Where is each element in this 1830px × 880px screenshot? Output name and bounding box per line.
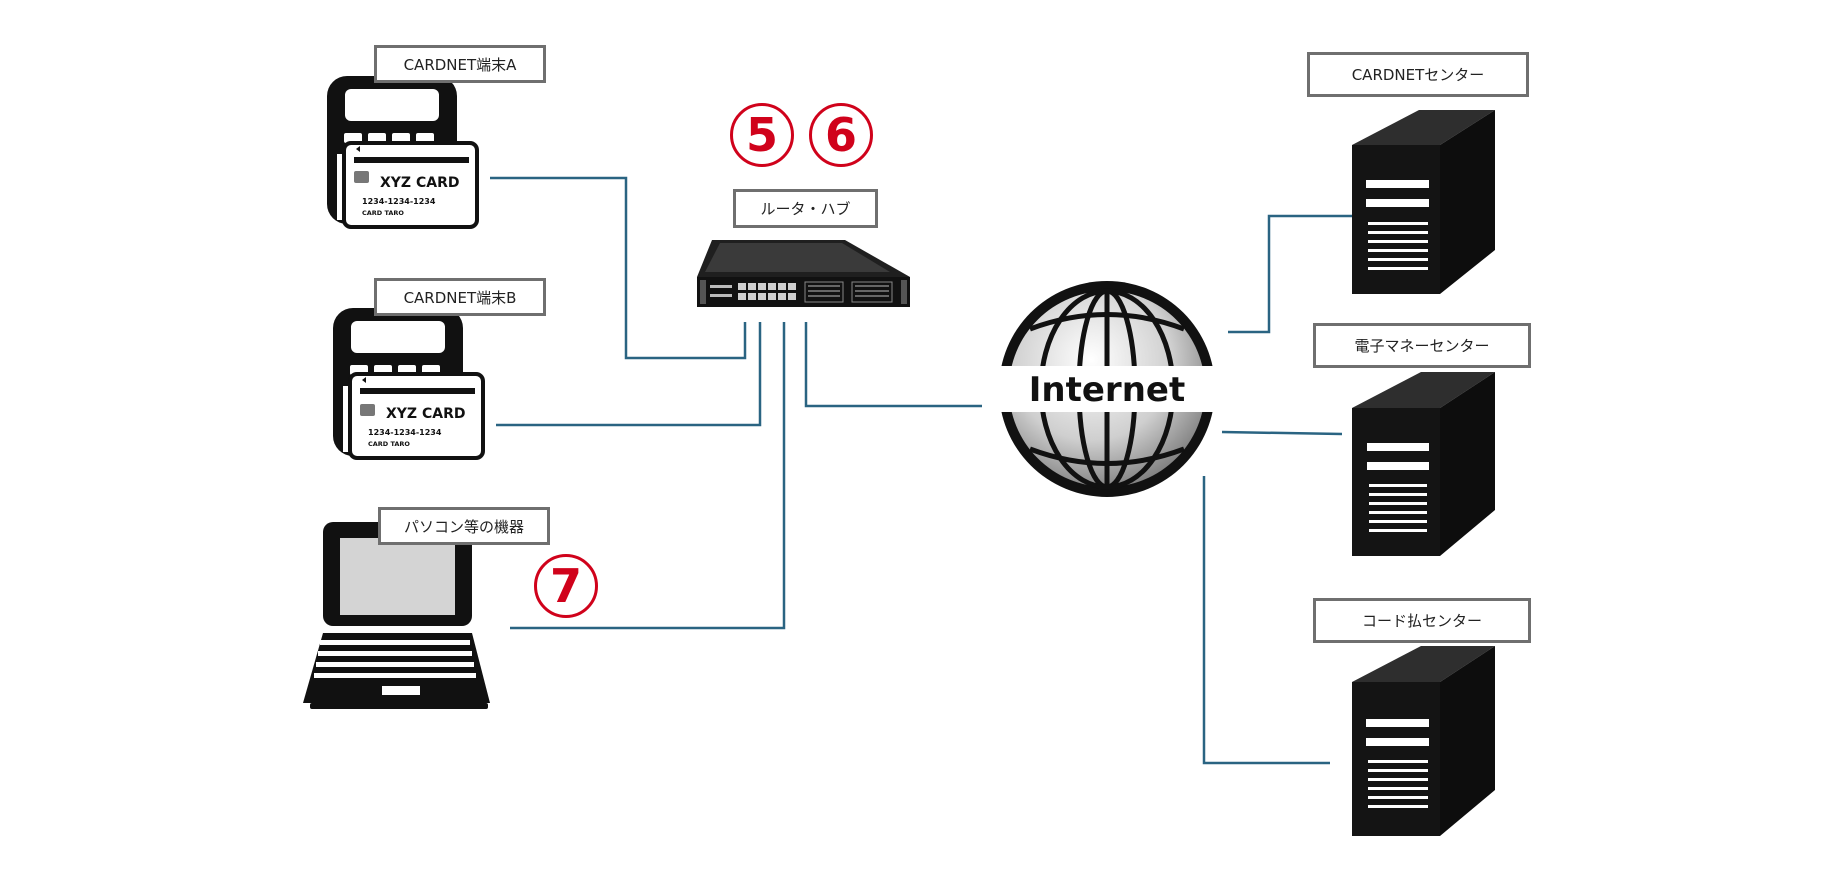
globe-text: Internet <box>1029 370 1185 410</box>
link-internet-cardnet <box>1228 214 1390 334</box>
link-pc-router <box>510 322 786 630</box>
card-holder-text: CARD TARO <box>362 209 404 217</box>
card-terminal-icon <box>333 308 485 460</box>
globe-icon <box>992 281 1222 497</box>
badge-7: 7 <box>534 554 598 618</box>
card-number-text: 1234-1234-1234 <box>368 428 442 437</box>
link-terminal-b-router <box>496 322 762 427</box>
link-internet-codepay <box>1202 476 1330 765</box>
card-terminal-icon <box>327 76 479 229</box>
server-icon <box>1352 646 1495 836</box>
server-icon <box>1352 372 1495 556</box>
badge-5: 5 <box>730 103 794 167</box>
card-brand-text: XYZ CARD <box>386 406 465 422</box>
link-terminal-a-router <box>490 176 747 360</box>
connection-lines <box>490 176 1390 765</box>
label-router-hub: ルータ・ハブ <box>733 189 878 228</box>
label-code-pay-center: コード払センター <box>1313 598 1531 643</box>
laptop-icon <box>303 522 490 709</box>
card-brand-text: XYZ CARD <box>380 175 459 191</box>
router-icon <box>697 240 910 307</box>
label-terminal-a: CARDNET端末A <box>374 45 546 83</box>
badge-6: 6 <box>809 103 873 167</box>
card-holder-text: CARD TARO <box>368 440 410 448</box>
card-number-text: 1234-1234-1234 <box>362 197 436 206</box>
link-internet-emoney <box>1221 430 1343 436</box>
label-cardnet-center: CARDNETセンター <box>1307 52 1529 97</box>
server-icon <box>1352 110 1495 294</box>
label-pc-devices: パソコン等の機器 <box>378 507 550 545</box>
link-router-internet <box>804 322 982 408</box>
label-terminal-b: CARDNET端末B <box>374 278 546 316</box>
label-emoney-center: 電子マネーセンター <box>1313 323 1531 368</box>
